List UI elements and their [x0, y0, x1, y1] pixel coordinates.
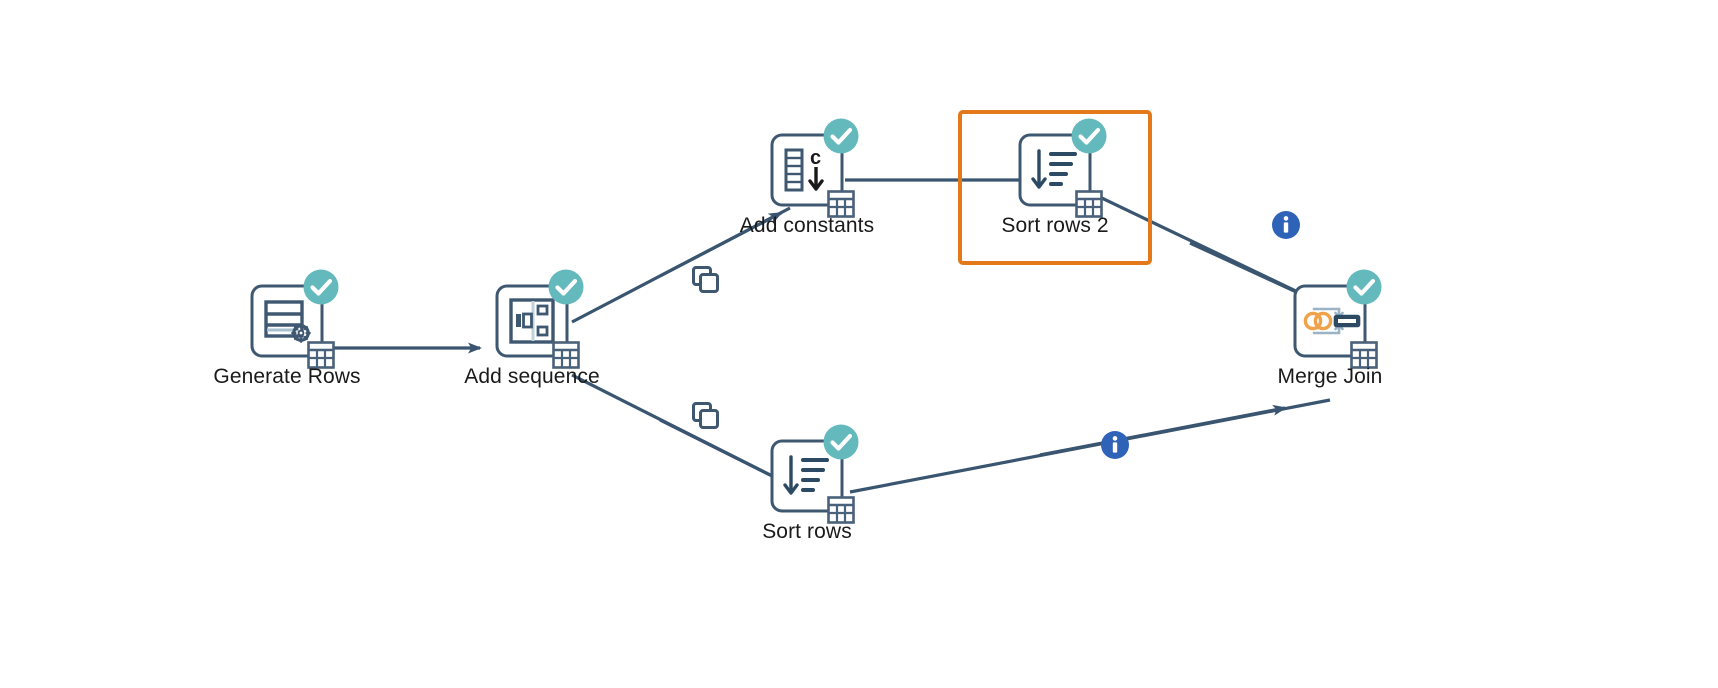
success-check-badge	[1070, 117, 1108, 155]
success-check-badge	[822, 423, 860, 461]
sort-rows-icon	[1017, 132, 1093, 208]
node-merge-join[interactable]: Merge Join	[1278, 269, 1382, 388]
node-label-generate-rows: Generate Rows	[213, 365, 361, 388]
add-sequence-icon	[494, 283, 570, 359]
hop-info-badge[interactable]	[1100, 430, 1130, 460]
hop-sort-rows-to-merge-join[interactable]	[849, 398, 1331, 494]
grid-table-icon	[551, 340, 581, 370]
hop-copy-icon[interactable]	[690, 264, 722, 296]
success-check-badge	[1345, 268, 1383, 306]
node-add-constants[interactable]: c Add constants	[740, 118, 874, 237]
grid-table-icon	[826, 189, 856, 219]
merge-join-icon	[1292, 283, 1368, 359]
success-check-badge	[547, 268, 585, 306]
grid-table-icon	[826, 495, 856, 525]
add-constants-icon: c	[769, 132, 845, 208]
node-label-add-constants: Add constants	[739, 214, 875, 237]
node-label-sort-rows: Sort rows	[762, 520, 852, 543]
node-label-merge-join: Merge Join	[1277, 365, 1383, 388]
hop-copy-icon[interactable]	[690, 400, 722, 432]
node-label-add-sequence: Add sequence	[464, 365, 600, 388]
node-sort-rows[interactable]: Sort rows	[762, 424, 859, 543]
grid-table-icon	[1349, 340, 1379, 370]
hop-add-sequence-to-sort-rows[interactable]	[571, 373, 801, 492]
grid-table-icon	[1074, 189, 1104, 219]
node-generate-rows[interactable]: Generate Rows	[213, 269, 361, 388]
success-check-badge	[822, 117, 860, 155]
node-label-sort-rows-2: Sort rows 2	[1001, 214, 1109, 237]
generate-rows-icon	[249, 283, 325, 359]
hop-add-sequence-to-add-constants[interactable]	[571, 206, 791, 324]
hop-sort-rows-2-to-merge-join[interactable]	[1084, 188, 1326, 307]
node-add-sequence[interactable]: Add sequence	[464, 269, 600, 388]
sort-rows-icon	[769, 438, 845, 514]
hop-info-badge[interactable]	[1271, 210, 1301, 240]
svg-text:c: c	[810, 147, 821, 169]
grid-table-icon	[306, 340, 336, 370]
node-sort-rows-2[interactable]: Sort rows 2	[1001, 118, 1109, 237]
success-check-badge	[302, 268, 340, 306]
